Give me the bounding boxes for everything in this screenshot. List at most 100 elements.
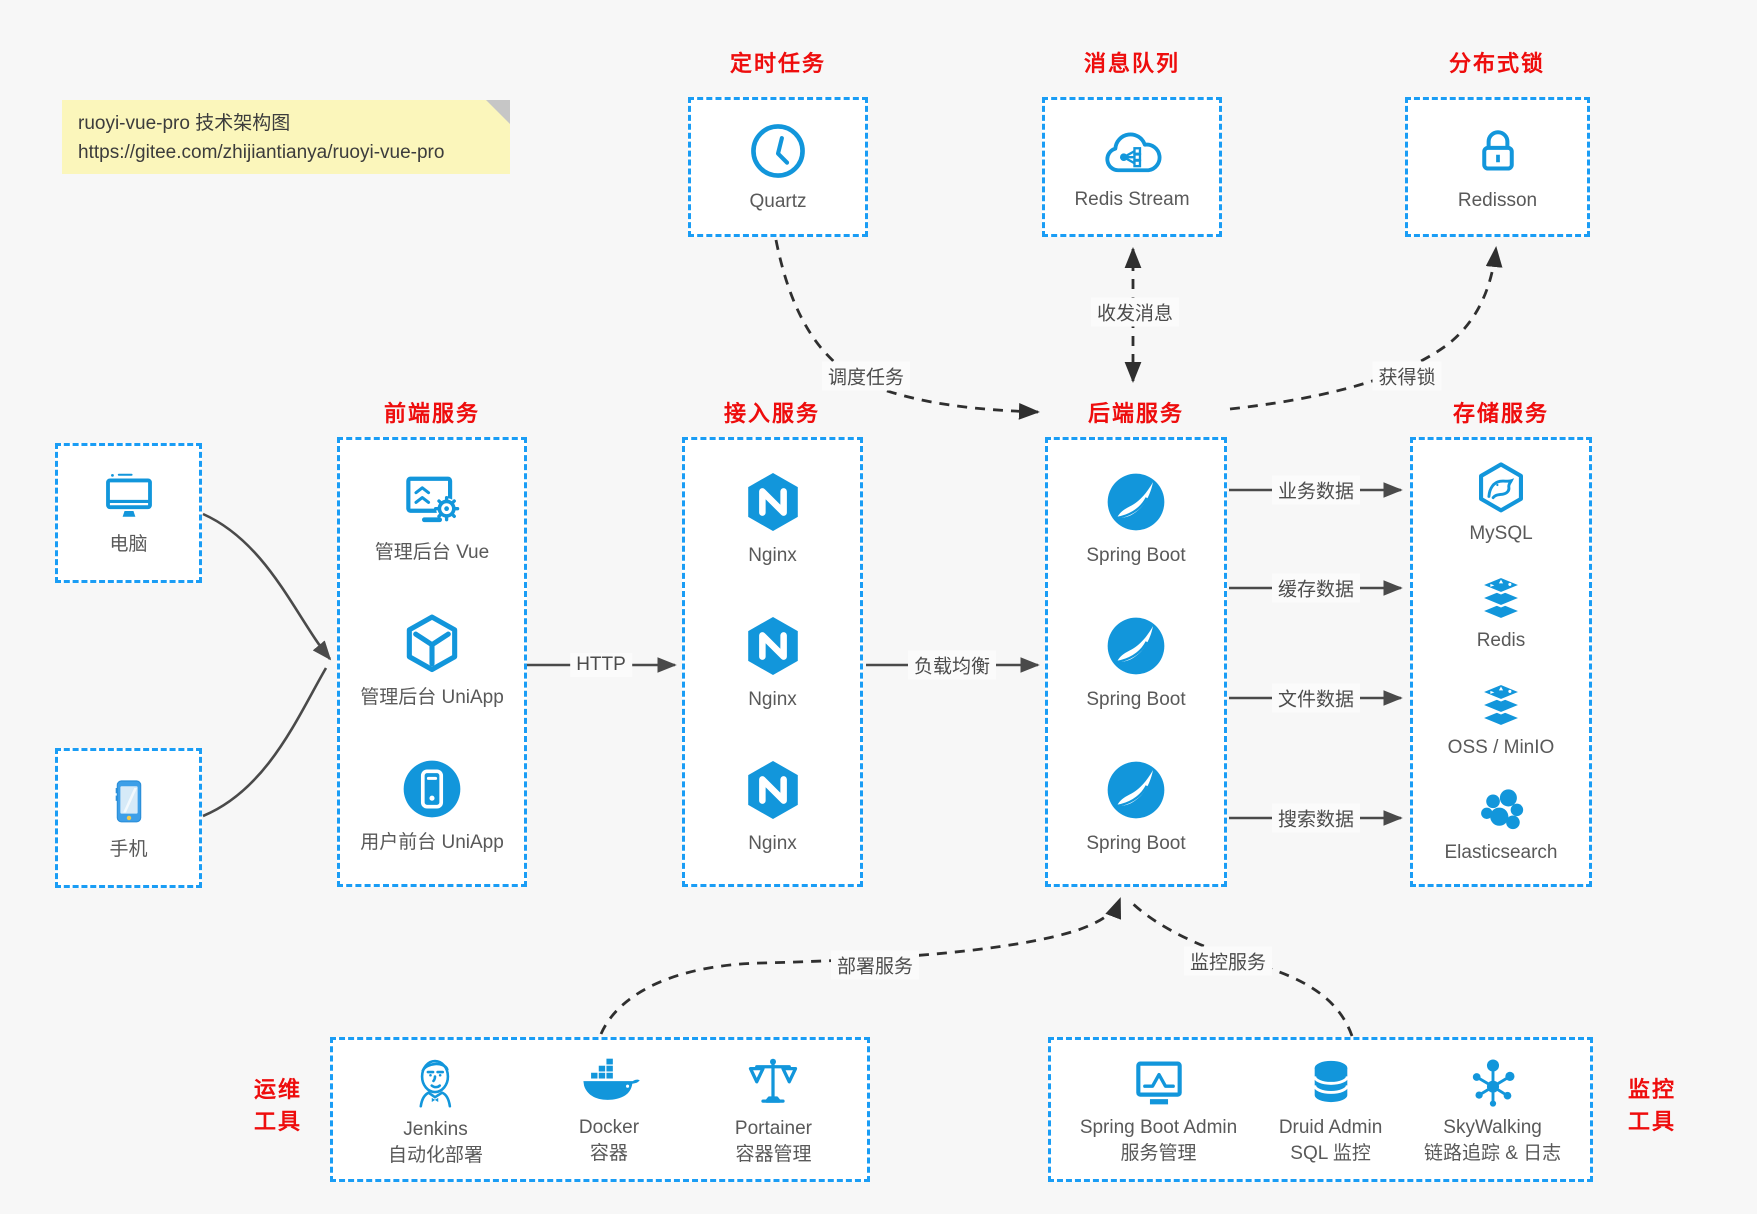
group-title-storage: 存储服务 [1452, 401, 1549, 426]
mq-box: Redis Stream [1042, 97, 1222, 237]
storage-item-redis: Redis [1472, 572, 1530, 653]
item-label: Elasticsearch [1444, 842, 1558, 864]
item-label: Spring Boot [1086, 689, 1186, 711]
nginx-icon [747, 761, 798, 820]
nginx-icon [747, 617, 798, 676]
edge-label-deploy-service: 部署服务 [830, 950, 920, 980]
monitoring-box: Spring Boot Admin 服务管理 Druid Admin SQL 监… [1048, 1037, 1593, 1182]
mysql-icon [1478, 462, 1523, 513]
note-title: ruoyi-vue-pro 技术架构图 [78, 113, 291, 134]
frontend-item-vue: 管理后台 Vue [375, 469, 489, 565]
monitoring-title-line2: 工具 [1627, 1108, 1676, 1134]
dlock-box: Redisson [1405, 97, 1590, 237]
mobile-box: 手机 [55, 748, 202, 888]
group-title-dlock: 分布式锁 [1448, 51, 1545, 76]
edge-label-http: HTTP [570, 653, 632, 677]
scheduler-box: Quartz [688, 97, 868, 237]
ops-title-line1: 运维 [253, 1077, 302, 1102]
backend-box: Spring Boot Spring Boot Spring Boot [1045, 437, 1227, 887]
monitoring-title-line1: 监控 [1627, 1077, 1676, 1102]
elasticsearch-icon [1481, 789, 1524, 830]
edge-label-file-data: 文件数据 [1271, 683, 1361, 713]
edge-label-business-data: 业务数据 [1271, 475, 1361, 505]
redis-icon [1477, 575, 1525, 621]
ops-item-portainer: Portainer 容器管理 [735, 1053, 812, 1167]
dlock-item-redisson: Redisson [1458, 121, 1537, 213]
edge-label-load-balance: 负载均衡 [907, 650, 997, 680]
frontend-item-uniapp-user: 用户前台 UniApp [360, 755, 504, 855]
nginx-icon [747, 473, 798, 532]
pc-box: 电脑 [55, 443, 202, 583]
storage-item-oss-minio: OSS / MinIO [1448, 679, 1554, 760]
group-title-gateway: 接入服务 [723, 401, 820, 426]
item-sublabel: 链路追踪 & 日志 [1423, 1142, 1562, 1164]
gateway-item-nginx-1: Nginx [739, 468, 807, 568]
item-label: MySQL [1469, 523, 1533, 545]
item-label: Nginx [748, 689, 797, 711]
edge-phone-to-frontend [202, 667, 328, 818]
lock-icon [1481, 130, 1514, 171]
group-title-mq: 消息队列 [1083, 51, 1180, 76]
edge-label-acquire-lock: 获得锁 [1372, 361, 1442, 391]
item-label: Portainer [734, 1117, 812, 1139]
item-sublabel: 容器 [589, 1142, 628, 1164]
cloud-message-icon [1105, 132, 1162, 173]
group-title-scheduler: 定时任务 [729, 51, 826, 76]
spring-boot-icon [1107, 617, 1165, 675]
oss-minio-icon [1477, 682, 1525, 728]
frontend-item-uniapp-admin: 管理后台 UniApp [360, 610, 504, 710]
ops-item-docker: Docker 容器 [577, 1054, 641, 1166]
mq-item-redis-stream: Redis Stream [1074, 122, 1190, 212]
item-label: Spring Boot [1086, 545, 1186, 567]
backend-item-spring-2: Spring Boot [1086, 612, 1186, 712]
note-url: https://gitee.com/zhijiantianya/ruoyi-vu… [78, 141, 445, 163]
item-label: 管理后台 UniApp [360, 687, 504, 709]
item-sublabel: 容器管理 [735, 1143, 812, 1165]
druid-icon [1312, 1060, 1349, 1102]
item-label: Druid Admin [1278, 1116, 1383, 1138]
backend-item-spring-1: Spring Boot [1086, 468, 1186, 568]
item-label: Spring Boot [1086, 833, 1186, 855]
spring-boot-icon [1107, 761, 1165, 819]
gateway-box: Nginx Nginx Nginx [682, 437, 863, 887]
pc-item: 电脑 [97, 469, 161, 557]
scheduler-item-quartz: Quartz [747, 120, 809, 214]
group-title-frontend: 前端服务 [383, 401, 480, 426]
docker-icon [583, 1058, 640, 1100]
desktop-icon [105, 473, 152, 517]
spring-boot-admin-icon [1135, 1061, 1182, 1105]
edge-computer-to-frontend [202, 512, 332, 661]
item-label: 用户前台 UniApp [360, 832, 504, 854]
item-label: Docker [578, 1116, 640, 1138]
skywalking-icon [1472, 1059, 1515, 1107]
edge-label-search-data: 搜索数据 [1271, 803, 1361, 833]
item-sublabel: 自动化部署 [387, 1144, 483, 1166]
group-title-backend: 后端服务 [1087, 401, 1184, 426]
item-sublabel: SQL 监控 [1290, 1142, 1371, 1164]
spring-boot-icon [1107, 473, 1165, 531]
frontend-box: 管理后台 Vue 管理后台 UniApp 用户前台 UniApp [337, 437, 527, 887]
clock-icon [751, 124, 805, 178]
sticky-note: ruoyi-vue-pro 技术架构图 https://gitee.com/zh… [62, 100, 510, 174]
mobile-app-circle-icon [403, 761, 461, 818]
edge-label-monitor-service: 监控服务 [1183, 946, 1273, 976]
portainer-icon [749, 1058, 798, 1103]
backend-item-spring-3: Spring Boot [1086, 756, 1186, 856]
mobile-item: 手机 [101, 774, 157, 862]
edge-label-schedule-task: 调度任务 [821, 361, 911, 391]
storage-item-elasticsearch: Elasticsearch [1445, 786, 1558, 865]
ops-item-jenkins: Jenkins 自动化部署 [388, 1052, 483, 1168]
note-fold-corner [486, 100, 510, 124]
group-title-monitoring: 监控 工具 [1612, 1074, 1692, 1138]
jenkins-icon [419, 1059, 452, 1108]
item-label: Redis Stream [1074, 189, 1190, 211]
ops-box: Jenkins 自动化部署 Docker 容器 [330, 1037, 870, 1182]
ops-title-line2: 工具 [253, 1108, 302, 1134]
edge-acquire-lock [1229, 246, 1503, 411]
item-label: SkyWalking [1443, 1116, 1542, 1138]
monitoring-item-skywalking: SkyWalking 链路追踪 & 日志 [1424, 1054, 1561, 1166]
admin-screen-gear-icon [406, 476, 460, 522]
item-label: 电脑 [109, 534, 148, 556]
monitoring-item-sba: Spring Boot Admin 服务管理 [1080, 1054, 1237, 1166]
